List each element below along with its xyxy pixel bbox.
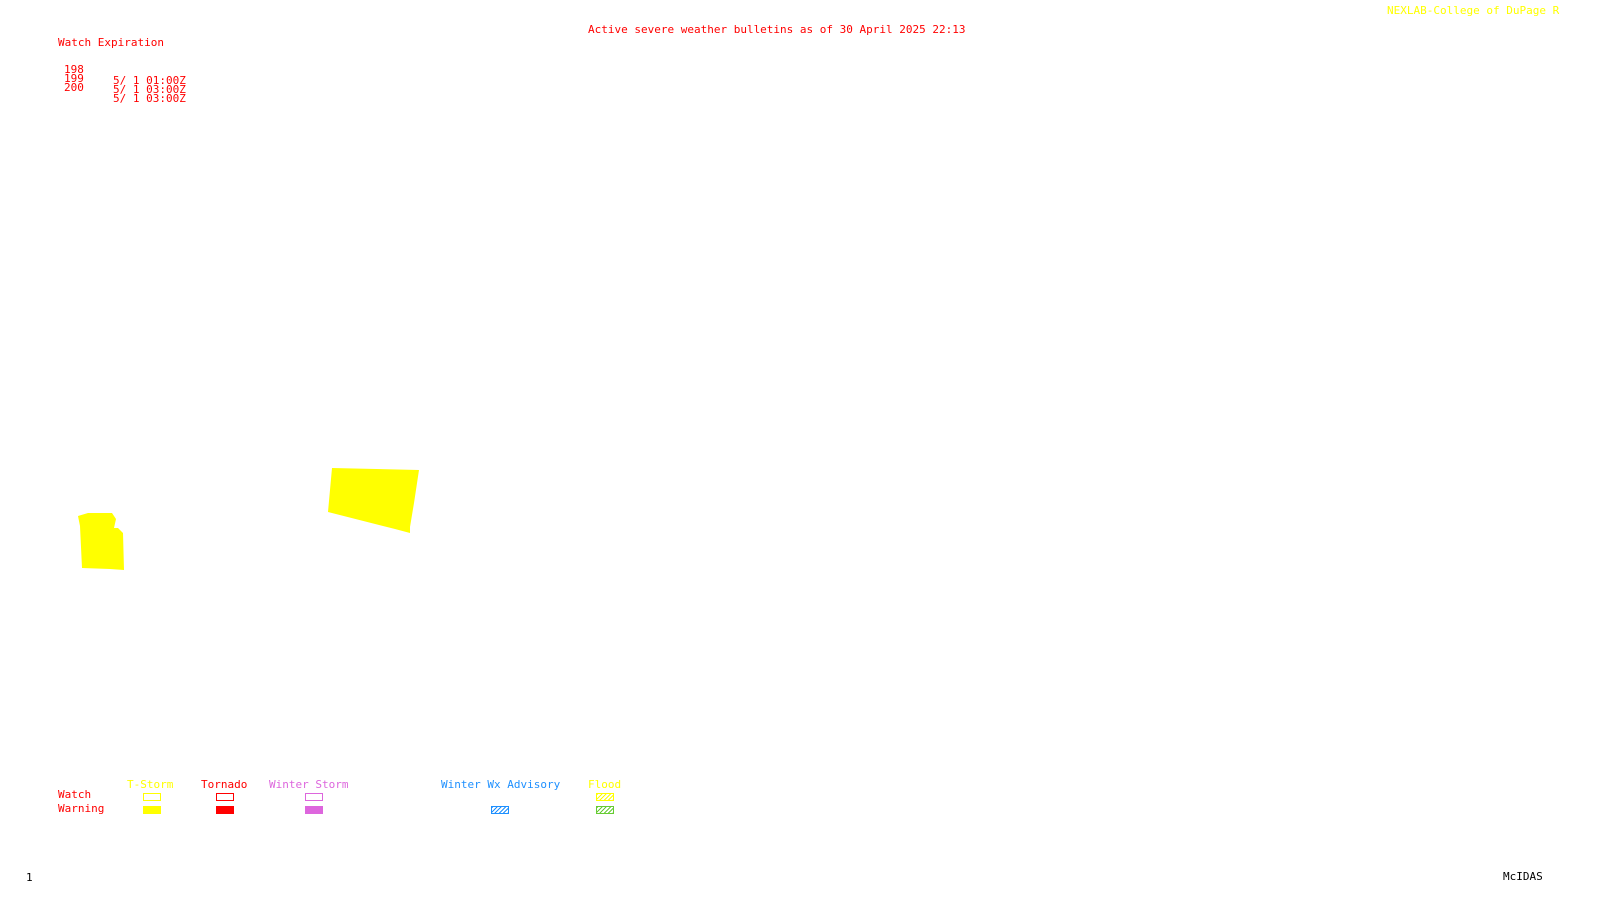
watch-area-central bbox=[328, 468, 419, 533]
legend-label-tstorm: T-Storm bbox=[127, 778, 174, 791]
legend-swatch-winter-storm-watch bbox=[305, 793, 323, 801]
list-item: 199 5/ 1 03:00Z bbox=[0, 62, 300, 95]
legend-row-warning: Warning bbox=[58, 802, 105, 815]
legend-swatch-tornado-warning bbox=[216, 806, 234, 814]
legend-swatch-tornado-watch bbox=[216, 793, 234, 801]
legend-swatch-flood-watch bbox=[596, 793, 614, 801]
legend-label-tornado: Tornado bbox=[201, 778, 248, 791]
legend-swatch-tstorm-watch bbox=[143, 793, 161, 801]
legend-label-flood: Flood bbox=[588, 778, 622, 791]
software-label: McIDAS bbox=[1503, 870, 1543, 883]
watch-area-west bbox=[78, 513, 124, 570]
watch-expiration: 5/ 1 03:00Z bbox=[113, 92, 186, 105]
watch-expiration: 5/ 1 01:00Z bbox=[113, 74, 186, 87]
frame-number: 1 bbox=[26, 871, 33, 884]
watch-list-header: Watch Expiration bbox=[58, 36, 164, 49]
legend-swatch-winter-storm-warning bbox=[305, 806, 323, 814]
watch-number: 199 bbox=[64, 72, 84, 85]
list-item: 200 5/ 1 03:00Z bbox=[0, 71, 300, 104]
watch-number: 200 bbox=[64, 81, 84, 94]
watch-expiration: 5/ 1 03:00Z bbox=[113, 83, 186, 96]
watch-number: 198 bbox=[64, 63, 84, 76]
bulletin-title: Active severe weather bulletins as of 30… bbox=[588, 23, 966, 36]
legend-row-watch: Watch bbox=[58, 788, 92, 801]
legend-label-winter-wx-advisory: Winter Wx Advisory bbox=[441, 778, 561, 791]
legend-swatch-flood-warning bbox=[596, 806, 614, 814]
legend-label-winter-storm: Winter Storm bbox=[269, 778, 349, 791]
credit-label: NEXLAB-College of DuPage R bbox=[1387, 4, 1560, 17]
legend-swatch-tstorm-warning bbox=[143, 806, 161, 814]
legend-swatch-winter-wx-advisory bbox=[491, 806, 509, 814]
list-item: 198 5/ 1 01:00Z bbox=[0, 53, 300, 86]
